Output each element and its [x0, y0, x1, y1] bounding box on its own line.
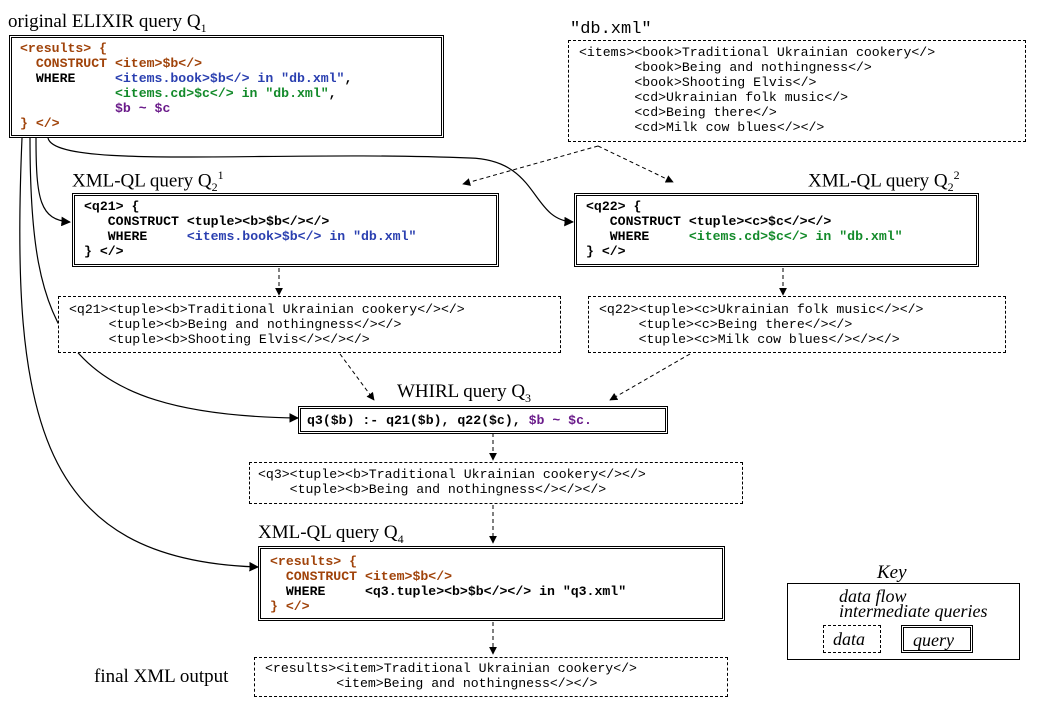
q21out-line-1: <q21><tuple><b>Traditional Ukrainian coo… [69, 302, 465, 317]
q22out-line-2: <tuple><c>Being there</></> [599, 317, 853, 332]
key-query-label: query [913, 630, 954, 650]
key-dataflow-label: data flow [839, 586, 907, 606]
q21-line-1: <q21> { [84, 199, 140, 214]
q4-line-2: CONSTRUCT <item>$b</> [270, 569, 453, 584]
edge-db-to-q21 [462, 145, 599, 186]
q22-line-4: } </> [586, 244, 626, 259]
q21-line-3: WHERE <items.book>$b</> in "db.xml" [84, 229, 417, 244]
key-query-sample: query [901, 625, 973, 653]
q1-line-4: <items.cd>$c</> in "db.xml", [114, 86, 337, 101]
q22out-line-3: <tuple><c>Milk cow blues</></></> [599, 332, 900, 347]
db-line-6: <cd>Milk cow blues</></> [579, 120, 825, 135]
data-box-final-output: <results><item>Traditional Ukrainian coo… [254, 657, 728, 697]
data-box-q21-output: <q21><tuple><b>Traditional Ukrainian coo… [58, 296, 561, 353]
label-dbxml: "db.xml" [570, 20, 652, 39]
q22-line-2: CONSTRUCT <tuple><c>$c</></> [586, 214, 832, 229]
q21-line-4: } </> [84, 244, 124, 259]
query-box-q3: q3($b) :- q21($b), q22($c), $b ~ $c. [298, 406, 668, 434]
query-box-q22: <q22> { CONSTRUCT <tuple><c>$c</></> WHE… [574, 193, 979, 267]
db-line-5: <cd>Being there</> [579, 105, 777, 120]
q1-line-2: CONSTRUCT <item>$b</> [20, 56, 203, 71]
edge-q1-to-q22 [47, 137, 574, 227]
final-line-1: <results><item>Traditional Ukrainian coo… [265, 661, 637, 676]
query-box-q21: <q21> { CONSTRUCT <tuple><b>$b</></> WHE… [72, 193, 499, 267]
q1-line-6: } </> [20, 116, 60, 131]
q22-line-1: <q22> { [586, 199, 642, 214]
q3out-line-1: <q3><tuple><b>Traditional Ukrainian cook… [258, 467, 646, 482]
key-box: data flow intermediate queries data quer… [787, 583, 1020, 660]
data-box-dbxml: <items><book>Traditional Ukrainian cooke… [568, 40, 1026, 142]
query-box-q4: <results> { CONSTRUCT <item>$b</> WHERE … [258, 546, 725, 621]
edge-db-to-q22 [597, 145, 674, 183]
edge-q21out-to-q3 [339, 353, 375, 401]
q4-line-3: WHERE <q3.tuple><b>$b</></> in "q3.xml" [270, 584, 627, 599]
q1-line-3: WHERE <items.book>$b</> in "db.xml", [20, 71, 353, 86]
q22out-line-1: <q22><tuple><c>Ukrainian folk music</></… [599, 302, 924, 317]
db-line-1: <items><book>Traditional Ukrainian cooke… [579, 45, 936, 60]
edge-q22out-to-q3 [609, 353, 691, 401]
edge-q1-to-q4 [19, 137, 259, 572]
q3-line: q3($b) :- q21($b), q22($c), $b ~ $c. [307, 413, 592, 428]
db-line-2: <book>Being and nothingness</> [579, 60, 872, 75]
q1-line-5: $b ~ $c [114, 101, 171, 116]
q1-line-1: <results> { [20, 41, 108, 56]
label-q4: XML-QL query Q4 [258, 522, 404, 546]
q4-line-4: } </> [270, 599, 310, 614]
label-q3: WHIRL query Q3 [397, 381, 532, 405]
data-box-q22-output: <q22><tuple><c>Ukrainian folk music</></… [588, 296, 1006, 353]
data-box-q3-output: <q3><tuple><b>Traditional Ukrainian cook… [249, 462, 743, 504]
label-q21: XML-QL query Q21 [72, 168, 224, 195]
db-line-3: <book>Shooting Elvis</> [579, 75, 817, 90]
q3out-line-2: <tuple><b>Being and nothingness</></></> [258, 482, 607, 497]
query-box-q1: <results> { CONSTRUCT <item>$b</> WHERE … [9, 35, 444, 138]
key-title: Key [877, 562, 907, 583]
label-q22: XML-QL query Q22 [808, 168, 960, 195]
label-final-output: final XML output [94, 666, 229, 687]
edge-q1-to-q21 [35, 137, 71, 227]
key-intermediate-label: intermediate queries [839, 601, 988, 621]
q21-line-2: CONSTRUCT <tuple><b>$b</></> [84, 214, 330, 229]
q21out-line-2: <tuple><b>Being and nothingness</></> [69, 317, 402, 332]
key-data-label: data [833, 629, 866, 649]
db-line-4: <cd>Ukrainian folk music</> [579, 90, 849, 105]
key-data-sample: data [823, 625, 881, 653]
q4-line-1: <results> { [270, 554, 358, 569]
q22-line-3: WHERE <items.cd>$c</> in "db.xml" [586, 229, 903, 244]
label-q1: original ELIXIR query Q1 [8, 11, 207, 35]
q21out-line-3: <tuple><b>Shooting Elvis</></></> [69, 332, 370, 347]
final-line-2: <item>Being and nothingness</></> [265, 676, 598, 691]
